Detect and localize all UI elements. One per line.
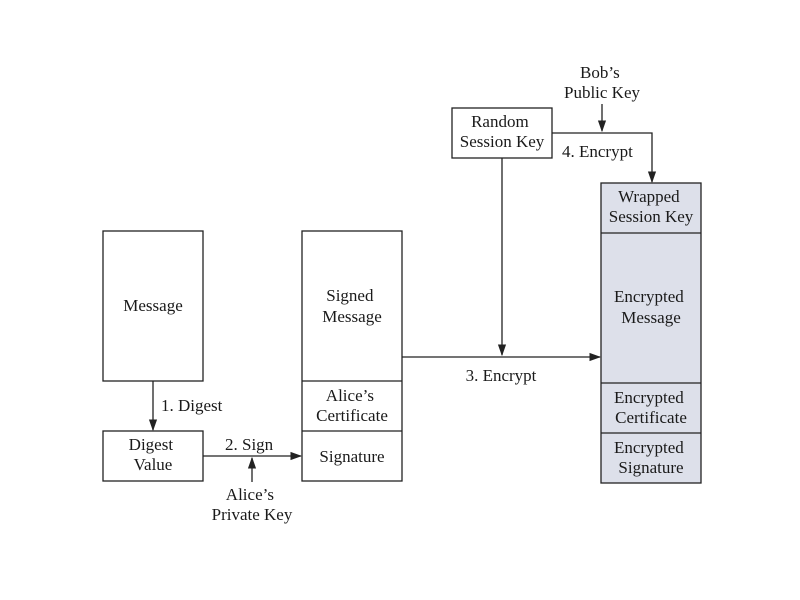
encrypted-message-line-1: Encrypted <box>614 287 684 306</box>
digest-value-label: Digest Value <box>129 435 178 474</box>
encrypted-signature-line-2: Signature <box>618 458 683 477</box>
encrypted-certificate-line-1: Encrypted <box>614 388 684 407</box>
alice-private-key-label: Alice’s Private Key <box>212 485 293 524</box>
encrypted-signature-label: Encrypted Signature <box>614 438 688 477</box>
signed-message-label: Signed Message <box>322 286 381 326</box>
signed-message-line-2: Message <box>322 307 381 326</box>
digest-value-line-1: Digest <box>129 435 174 454</box>
encrypted-certificate-line-2: Certificate <box>615 408 687 427</box>
wrap-key-arrow <box>552 132 657 184</box>
step-3-label: 3. Encrypt <box>466 366 537 385</box>
encrypted-signature-line-1: Encrypted <box>614 438 684 457</box>
step-4-label: 4. Encrypt <box>562 142 633 161</box>
wrapped-session-key-label: Wrapped Session Key <box>609 187 694 226</box>
digest-value-line-2: Value <box>134 455 173 474</box>
signed-message-box <box>301 230 403 482</box>
message-box <box>102 230 204 382</box>
alice-private-key-line-1: Alice’s <box>226 485 274 504</box>
wrapped-session-key-line-1: Wrapped <box>618 187 680 206</box>
bob-public-key-line-1: Bob’s <box>580 63 620 82</box>
signed-message-line-1: Signed <box>326 286 374 305</box>
random-session-key-line-1: Random <box>471 112 529 131</box>
wrapped-session-key-line-2: Session Key <box>609 207 694 226</box>
encrypted-certificate-label: Encrypted Certificate <box>614 388 688 427</box>
alice-certificate-label: Alice’s Certificate <box>316 386 388 425</box>
encrypted-message-label: Encrypted Message <box>614 287 688 327</box>
encrypted-message-line-2: Message <box>621 308 680 327</box>
random-session-key-label: Random Session Key <box>460 112 545 151</box>
random-session-key-line-2: Session Key <box>460 132 545 151</box>
alice-private-key-line-2: Private Key <box>212 505 293 524</box>
signature-label: Signature <box>319 447 384 466</box>
alice-certificate-line-2: Certificate <box>316 406 388 425</box>
bob-public-key-label: Bob’s Public Key <box>564 63 641 102</box>
step-1-label: 1. Digest <box>161 396 223 415</box>
message-label: Message <box>123 296 182 315</box>
bob-public-key-line-2: Public Key <box>564 83 641 102</box>
step-2-label: 2. Sign <box>225 435 274 454</box>
alice-certificate-line-1: Alice’s <box>326 386 374 405</box>
digest-value-box <box>102 430 204 482</box>
